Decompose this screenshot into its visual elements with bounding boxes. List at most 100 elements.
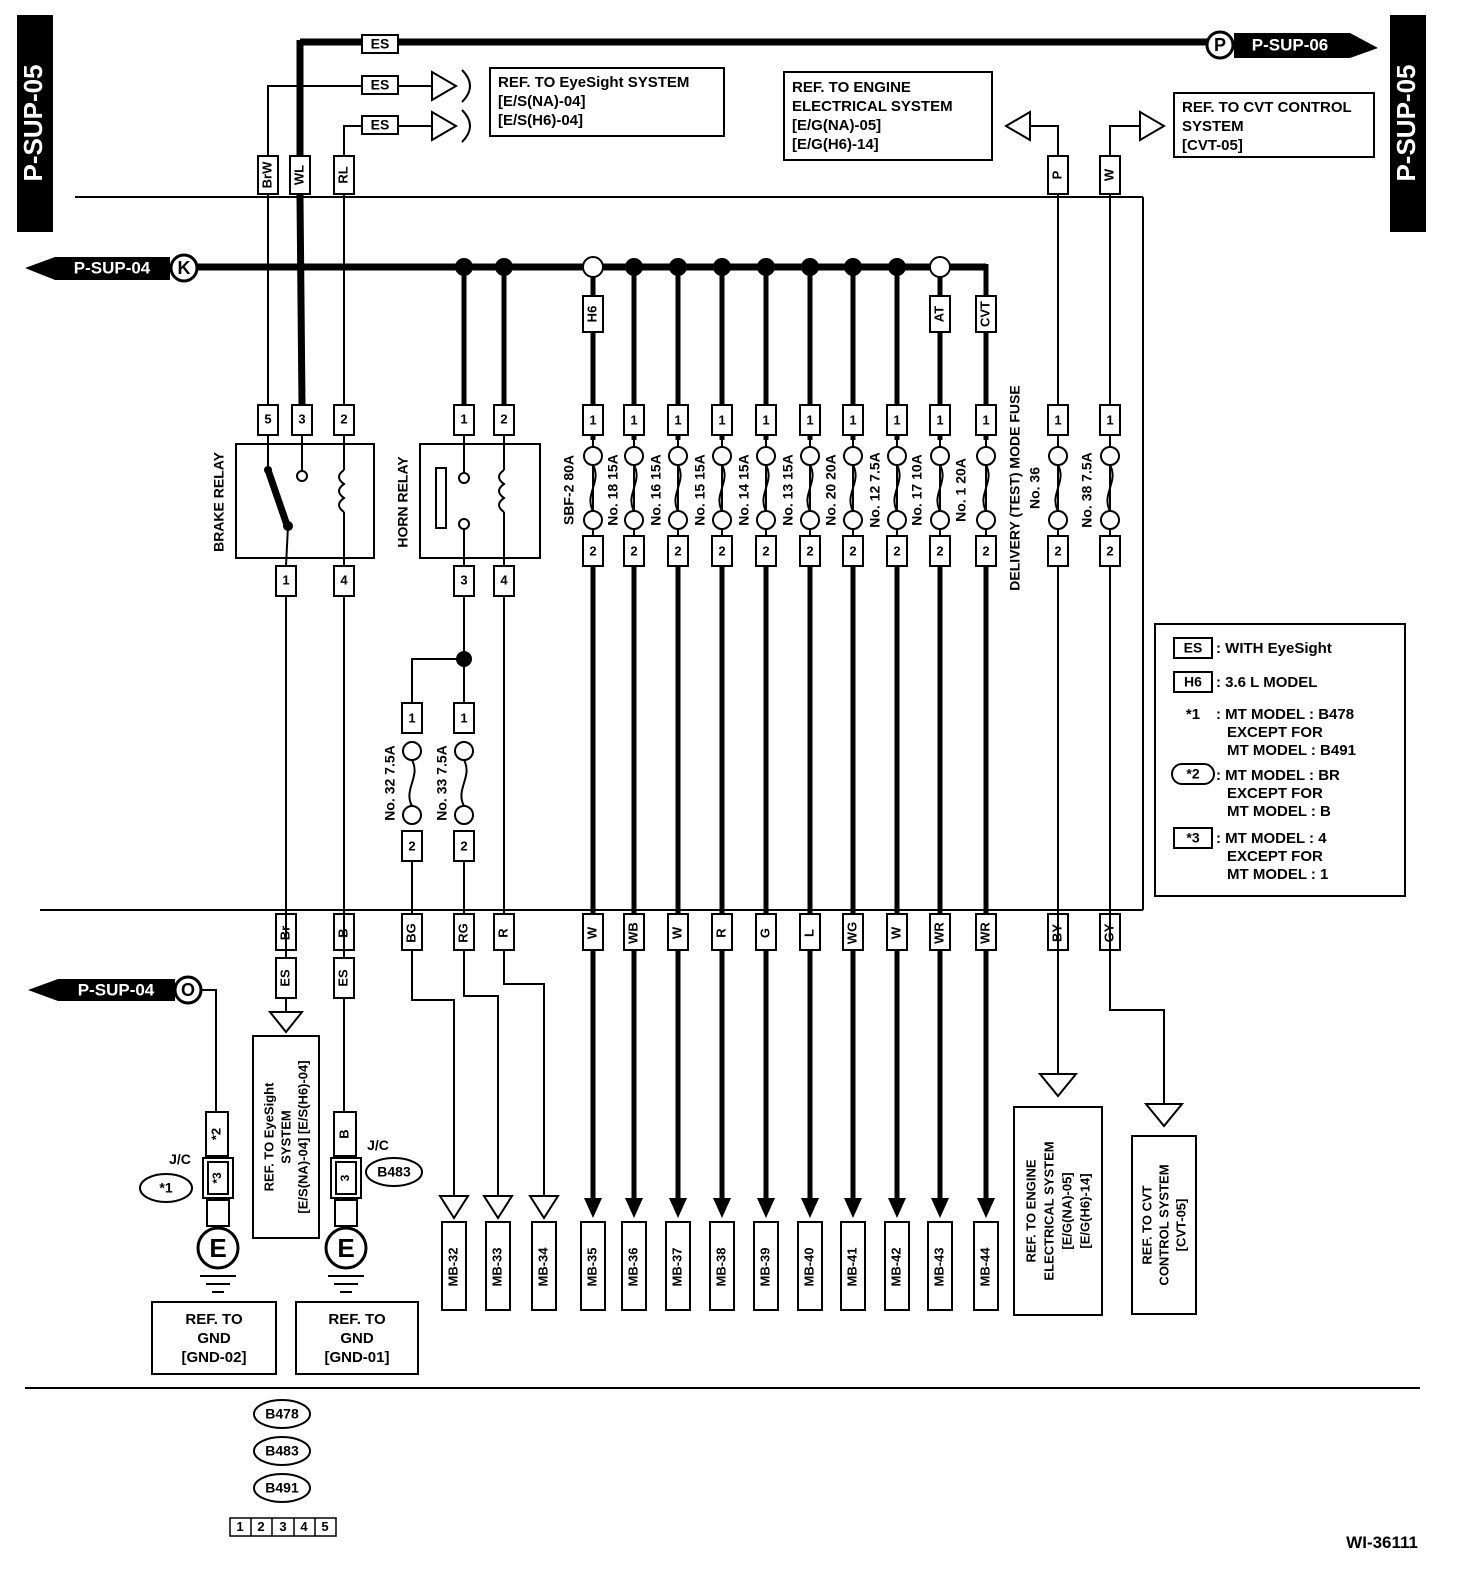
open-splice xyxy=(929,256,951,278)
legend-es: : WITH EyeSight xyxy=(1216,640,1332,657)
svg-text:2: 2 xyxy=(1106,543,1113,558)
es-bus-to-p-sup-06: P P-SUP-06 ES xyxy=(296,30,1378,197)
fuse-symbol xyxy=(712,446,732,530)
svg-text:3: 3 xyxy=(338,1174,352,1181)
footer-id: WI-36111 xyxy=(1346,1533,1418,1552)
svg-text:EXCEPT FOR: EXCEPT FOR xyxy=(1227,724,1323,741)
fuse-pin-out: 2 xyxy=(975,535,997,567)
svg-text:REF. TO: REF. TO xyxy=(328,1311,386,1328)
svg-text:[CVT-05]: [CVT-05] xyxy=(1173,1199,1188,1252)
top-wire-tags: BrW WL RL P W xyxy=(257,155,1121,195)
svg-text:ELECTRICAL SYSTEM: ELECTRICAL SYSTEM xyxy=(792,98,953,115)
ref-box-gnd-right: REF. TO GND [GND-01] xyxy=(295,1301,419,1375)
svg-text:WR: WR xyxy=(931,922,946,944)
svg-text:1: 1 xyxy=(893,412,900,427)
svg-text:[E/G(NA)-05]: [E/G(NA)-05] xyxy=(792,117,881,134)
svg-text:O: O xyxy=(181,980,195,1000)
svg-text:MB-35: MB-35 xyxy=(584,1247,599,1286)
fuse-pin-out: 2 xyxy=(582,535,604,567)
svg-text:2: 2 xyxy=(340,411,347,426)
svg-text:RL: RL xyxy=(335,166,350,183)
fuse-label: No. 15 15A xyxy=(692,454,708,526)
svg-text:1: 1 xyxy=(849,412,856,427)
svg-text:[GND-02]: [GND-02] xyxy=(181,1349,246,1366)
mb-box: MB-43 xyxy=(927,1221,953,1311)
fuse-labels: SBF-2 80A No. 18 15A No. 16 15A No. 15 1… xyxy=(382,385,1095,820)
fuse-pin-in: 1 xyxy=(1099,404,1121,436)
svg-text:MB-39: MB-39 xyxy=(757,1247,772,1286)
svg-text:B: B xyxy=(336,1129,351,1138)
svg-text:B491: B491 xyxy=(265,1480,299,1496)
svg-text:: MT MODEL : 4: : MT MODEL : 4 xyxy=(1216,830,1327,847)
svg-text:EXCEPT FOR: EXCEPT FOR xyxy=(1227,848,1323,865)
svg-text:GND: GND xyxy=(197,1330,231,1347)
fuse-pin-in: 1 xyxy=(886,404,908,436)
svg-text:2: 2 xyxy=(408,838,415,853)
svg-text:CVT: CVT xyxy=(977,301,992,327)
fuse-label: No. 14 15A xyxy=(736,454,752,526)
splice-dot xyxy=(455,258,473,276)
bottom-wire-tag: R xyxy=(493,913,515,951)
splice-dot xyxy=(495,258,513,276)
svg-text:G: G xyxy=(757,928,772,938)
fuse-label: SBF-2 80A xyxy=(561,455,577,525)
fuse-pin-in: 1 xyxy=(667,404,689,436)
open-splice xyxy=(582,256,604,278)
svg-text:REF. TO ENGINE: REF. TO ENGINE xyxy=(1023,1159,1038,1262)
splice-dot xyxy=(801,258,819,276)
ref-box-cvt-top: REF. TO CVT CONTROL SYSTEM [CVT-05] xyxy=(1173,92,1375,158)
fuse-symbol xyxy=(1048,446,1068,530)
svg-text:2: 2 xyxy=(630,543,637,558)
fuse-pin-out: 2 xyxy=(842,535,864,567)
svg-text:P-SUP-05: P-SUP-05 xyxy=(18,64,48,181)
fuse-column-5: 12 xyxy=(799,258,821,1218)
fuse-label: No. 13 15A xyxy=(780,454,796,526)
fuse-symbol xyxy=(976,446,996,530)
mb-box: MB-44 xyxy=(973,1221,999,1311)
svg-text:1: 1 xyxy=(282,572,289,587)
jc-label-left: J/C xyxy=(169,1151,191,1167)
fuse-column-6: 12 xyxy=(842,258,864,1218)
svg-text:: MT MODEL : B478: : MT MODEL : B478 xyxy=(1216,706,1354,723)
svg-text:BrW: BrW xyxy=(259,161,274,188)
svg-text:Br: Br xyxy=(277,926,292,940)
svg-text:W: W xyxy=(888,926,903,939)
fuse-column-p: 12 xyxy=(1047,404,1069,910)
svg-text:GND: GND xyxy=(340,1330,374,1347)
fuse-symbol xyxy=(624,446,644,530)
svg-text:WB: WB xyxy=(625,922,640,944)
svg-text:2: 2 xyxy=(718,543,725,558)
svg-text:1: 1 xyxy=(589,412,596,427)
svg-text:HORN RELAY: HORN RELAY xyxy=(395,456,411,548)
svg-text:REF. TO EyeSight: REF. TO EyeSight xyxy=(261,1082,276,1192)
svg-text:2: 2 xyxy=(1054,543,1061,558)
fuse-label: No. 1 20A xyxy=(953,458,969,522)
jc-label-right: J/C xyxy=(367,1137,389,1153)
svg-text:MT MODEL : B491: MT MODEL : B491 xyxy=(1227,742,1356,759)
es-tag: ES xyxy=(371,117,390,133)
svg-text:REF. TO CVT CONTROL: REF. TO CVT CONTROL xyxy=(1182,99,1352,116)
svg-text:MB-37: MB-37 xyxy=(669,1247,684,1286)
svg-text:2: 2 xyxy=(460,838,467,853)
fuse-pin-in: 1 xyxy=(453,702,475,734)
relay-pins: 5 3 2 1 4 1 2 3 4 xyxy=(257,404,515,597)
svg-text:2: 2 xyxy=(500,411,507,426)
fuse-column-1: 12 xyxy=(623,258,645,1218)
svg-text:W: W xyxy=(584,926,599,939)
mb-box: MB-37 xyxy=(665,1221,691,1311)
svg-text:2: 2 xyxy=(806,543,813,558)
mb-box: MB-34 xyxy=(531,1221,557,1311)
fuse-pin-out: 2 xyxy=(929,535,951,567)
p-w-top-feeds xyxy=(1004,110,1166,410)
fuse-column-3: 12 xyxy=(711,258,733,1218)
es-tag: ES xyxy=(371,36,390,52)
svg-text:3: 3 xyxy=(298,411,305,426)
bottom-wire-tag: R xyxy=(711,913,733,951)
svg-text:REF. TO EyeSight SYSTEM: REF. TO EyeSight SYSTEM xyxy=(498,74,689,91)
svg-text:2: 2 xyxy=(982,543,989,558)
fuse-pin-in: 1 xyxy=(755,404,777,436)
svg-text:*1: *1 xyxy=(1186,706,1200,723)
fuse-symbol xyxy=(1100,446,1120,530)
ref-box-eyesight-top: REF. TO EyeSight SYSTEM [E/S(NA)-04] [E/… xyxy=(489,67,725,137)
